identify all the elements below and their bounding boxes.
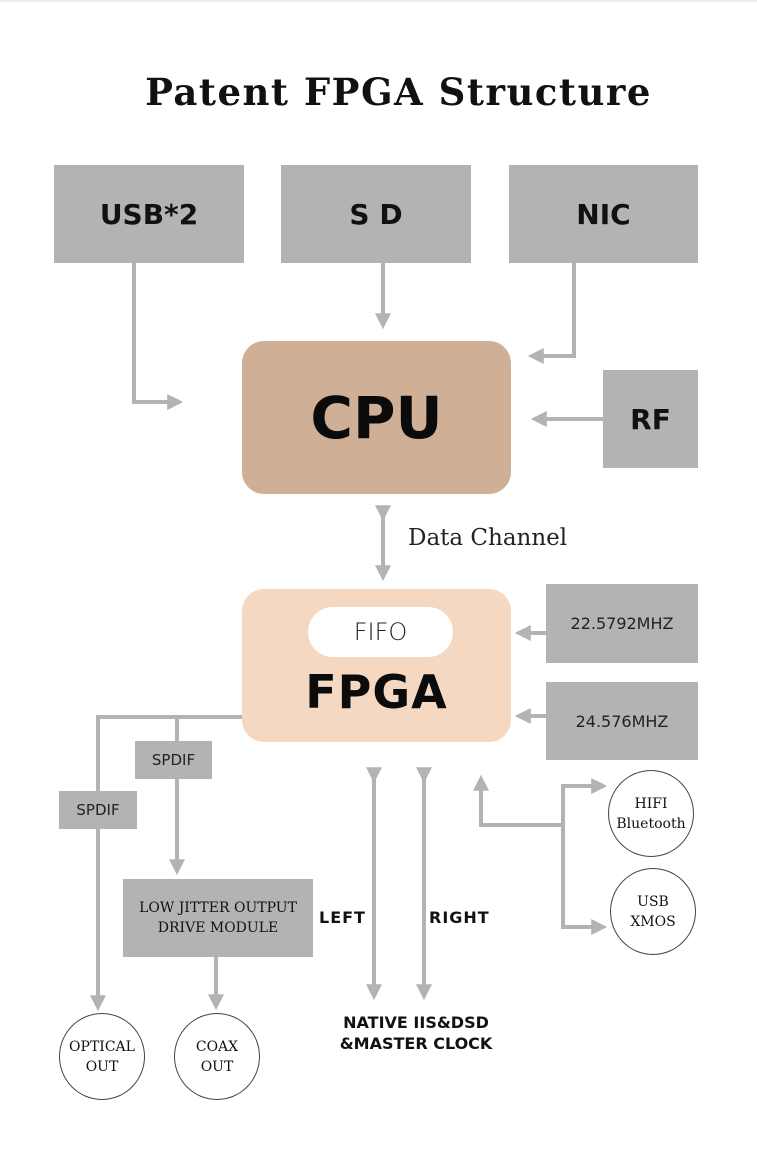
native-line-2: &MASTER CLOCK (339, 1034, 493, 1053)
spdif-box-left: SPDIF (59, 791, 137, 829)
coax-line-2: OUT (200, 1058, 234, 1075)
fpga-block: FIFO FPGA (242, 589, 511, 742)
bluetooth-line-2: Bluetooth (616, 815, 686, 832)
right-label: RIGHT (429, 908, 490, 927)
native-iis-label: NATIVE IIS&DSD &MASTER CLOCK (326, 1012, 506, 1054)
nic-box: NIC (509, 165, 698, 263)
module-line-1: LOW JITTER OUTPUT (139, 900, 297, 916)
sd-box: S D (281, 165, 471, 263)
xmos-line-2: XMOS (630, 913, 676, 930)
usb-to-cpu-arrow (132, 263, 184, 410)
hifi-bluetooth-circle: HIFI Bluetooth (608, 770, 694, 857)
fifo-label: FIFO (353, 618, 408, 646)
clock-box-24mhz: 24.576MHZ (546, 682, 698, 760)
left-label: LEFT (319, 908, 366, 927)
coax-line-1: COAX (195, 1038, 239, 1055)
bluetooth-line-1: HIFI (634, 795, 668, 812)
spdif-label-left: SPDIF (76, 801, 120, 819)
usb-box: USB*2 (54, 165, 244, 263)
spdif-box-right: SPDIF (135, 741, 212, 779)
sd-label: S D (349, 197, 403, 231)
diagram-title: Patent FPGA Structure (145, 70, 652, 114)
usb-label: USB*2 (99, 197, 199, 231)
clock-label-24mhz: 24.576MHZ (575, 711, 669, 731)
clock-label-22mhz: 22.5792MHZ (570, 614, 674, 633)
fpga-spdif-bus (96, 715, 242, 793)
fpga-aux-arrow (473, 774, 563, 827)
spdif-label-right: SPDIF (151, 751, 196, 769)
fifo-pill: FIFO (308, 607, 453, 657)
optical-out-circle: OPTICAL OUT (59, 1013, 145, 1100)
cpu-block: CPU (242, 341, 511, 494)
fpga-label: FPGA (305, 665, 448, 719)
native-line-1: NATIVE IIS&DSD (343, 1013, 489, 1032)
coax-out-circle: COAX OUT (174, 1013, 260, 1100)
optical-line-2: OUT (85, 1058, 119, 1075)
module-line-2: DRIVE MODULE (157, 920, 279, 936)
clock-box-22mhz: 22.5792MHZ (546, 584, 698, 663)
cpu-label: CPU (310, 383, 443, 452)
nic-label: NIC (576, 197, 631, 231)
rf-box: RF (603, 370, 698, 468)
low-jitter-module-box: LOW JITTER OUTPUT DRIVE MODULE (123, 879, 313, 957)
nic-to-cpu-arrow (527, 263, 576, 364)
data-channel-label: Data Channel (408, 525, 568, 551)
usb-xmos-circle: USB XMOS (610, 868, 696, 955)
rf-label: RF (630, 402, 671, 436)
optical-line-1: OPTICAL (69, 1038, 135, 1055)
xmos-line-1: USB (637, 893, 669, 910)
top-border (0, 0, 757, 2)
